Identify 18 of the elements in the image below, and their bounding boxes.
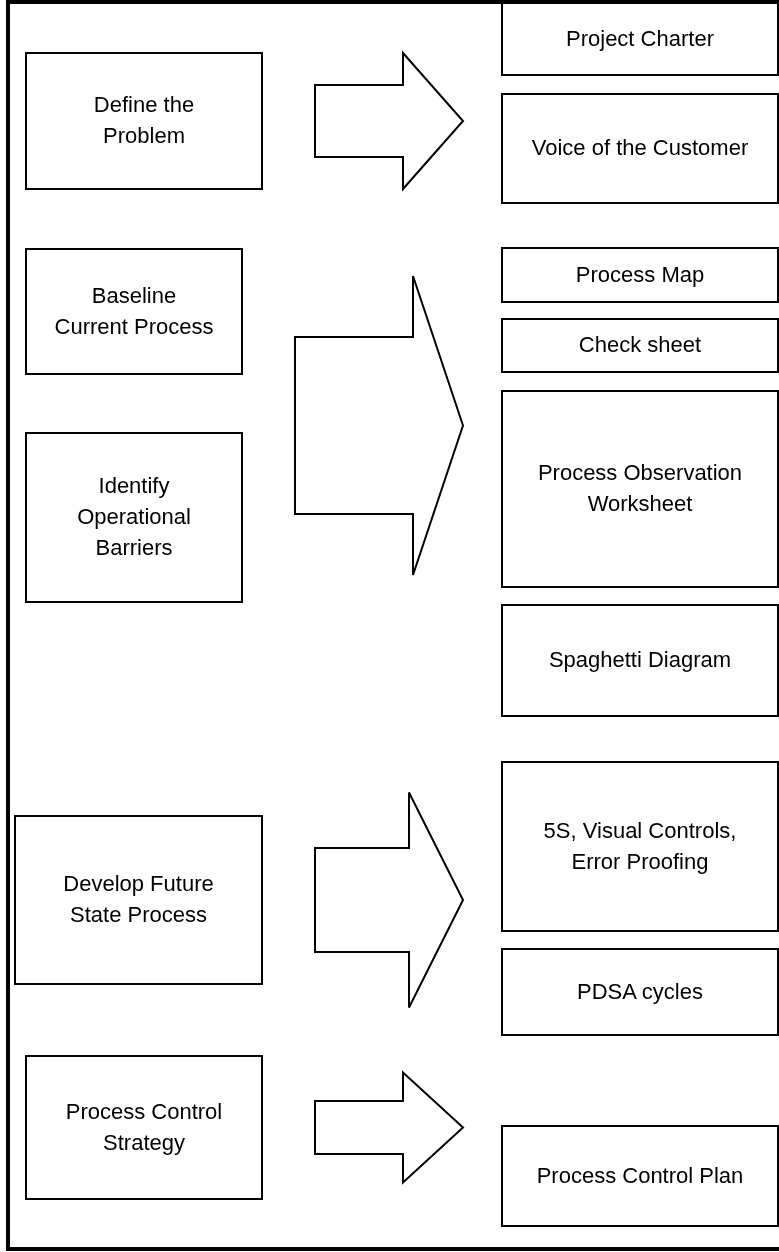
step-box: Define the Problem	[25, 52, 263, 190]
block-arrow	[314, 50, 465, 192]
step-box: Develop Future State Process	[14, 815, 263, 985]
step-box: PDSA cycles	[501, 948, 779, 1036]
step-box: Project Charter	[501, 2, 779, 76]
step-box: Baseline Current Process	[25, 248, 243, 375]
step-box: Identify Operational Barriers	[25, 432, 243, 603]
block-arrow	[294, 275, 465, 576]
step-box: Check sheet	[501, 318, 779, 373]
step-box: Voice of the Customer	[501, 93, 779, 204]
step-box: Process Control Strategy	[25, 1055, 263, 1200]
block-arrow	[314, 1070, 465, 1185]
step-box: Process Observation Worksheet	[501, 390, 779, 588]
block-arrow	[314, 791, 465, 1009]
step-box: Spaghetti Diagram	[501, 604, 779, 717]
step-box: Process Map	[501, 247, 779, 303]
step-box: 5S, Visual Controls, Error Proofing	[501, 761, 779, 932]
step-box: Process Control Plan	[501, 1125, 779, 1227]
